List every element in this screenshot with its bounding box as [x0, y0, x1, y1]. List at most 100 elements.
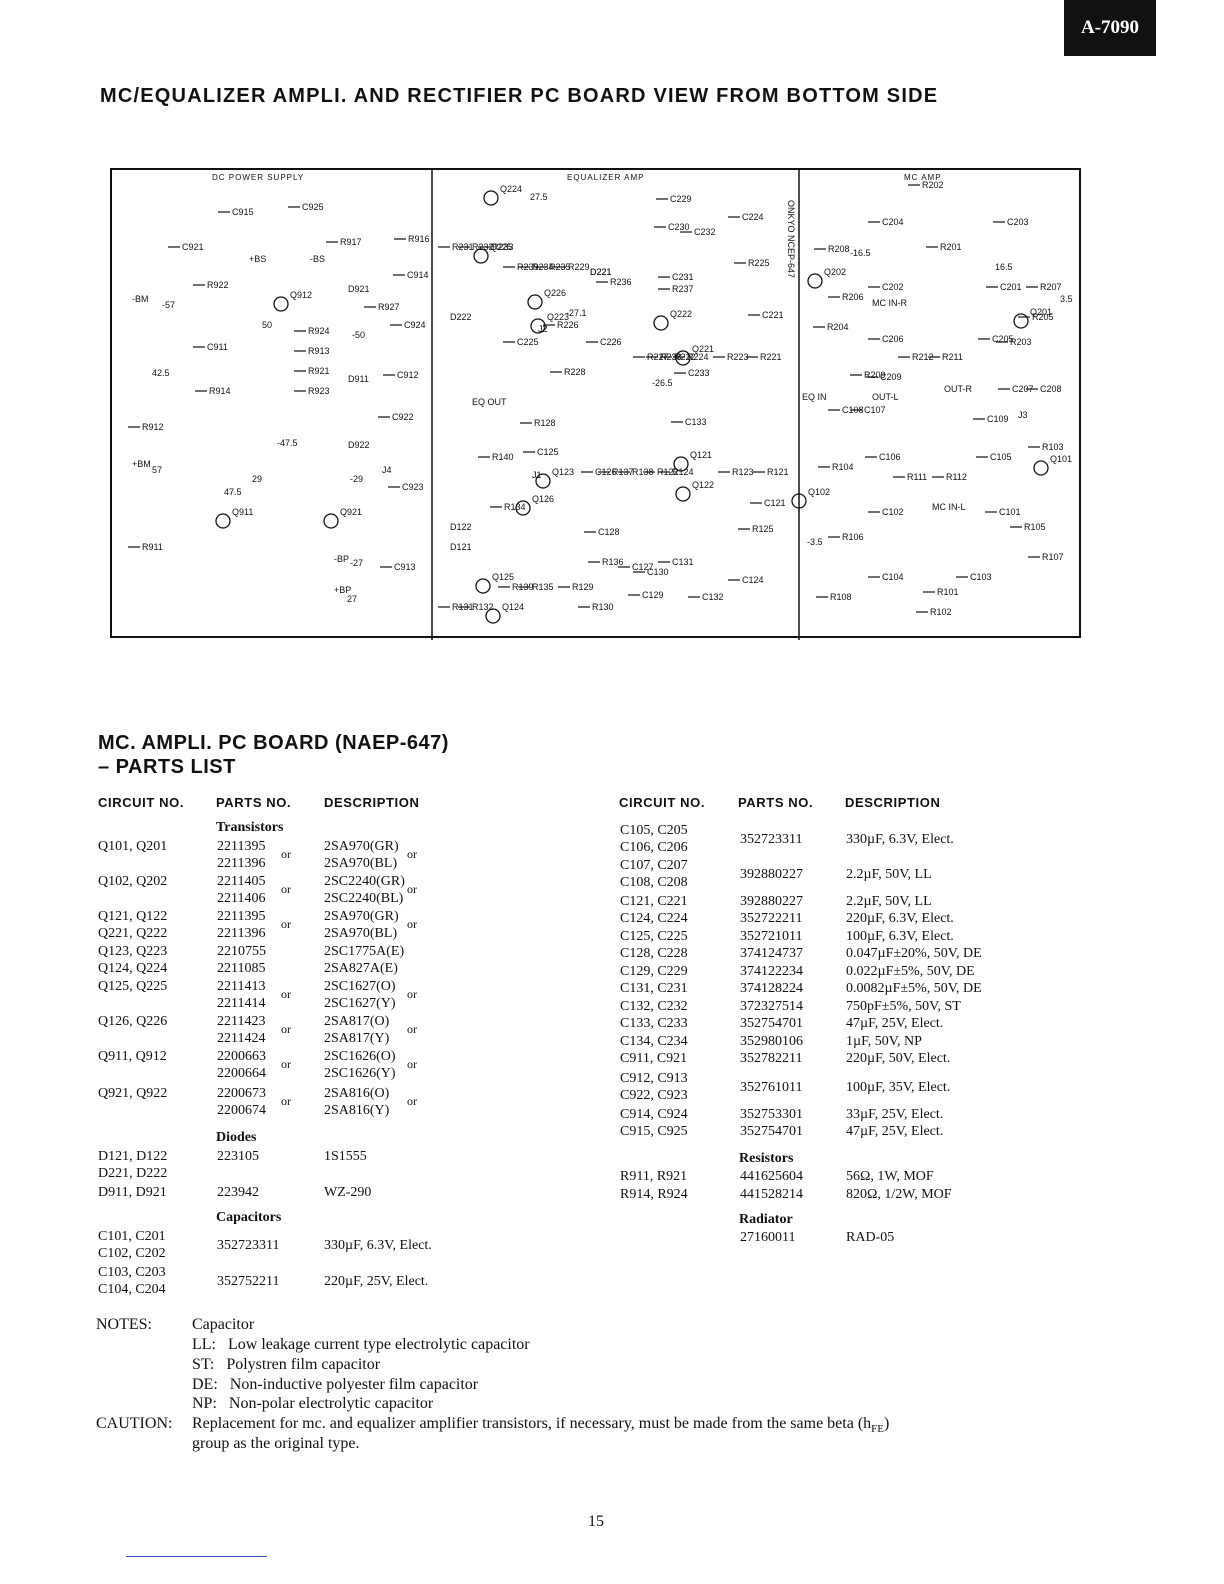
component-label: R208 — [828, 244, 850, 254]
note-st: ST: Polystren film capacitor — [192, 1356, 381, 1373]
transistor-symbol — [323, 513, 339, 529]
component-label: -BM — [132, 294, 149, 304]
component-label: R111 — [907, 472, 927, 482]
right-desc: 100µF, 6.3V, Elect. — [846, 929, 954, 944]
component-label: C205 — [992, 334, 1014, 344]
left-circuit: C102, C202 — [98, 1246, 166, 1261]
right-circuit: C914, C924 — [620, 1107, 688, 1122]
left-desc: 2SA827A(E) — [324, 961, 398, 976]
right-desc: 750pF±5%, 50V, ST — [846, 999, 961, 1014]
component-label: J3 — [1018, 410, 1028, 420]
right-parts: 374128224 — [740, 981, 803, 996]
component-label: C221 — [762, 310, 784, 320]
component-label: D221 — [590, 267, 612, 277]
left-circuit: Q124, Q224 — [98, 961, 168, 976]
notes-label: NOTES: — [96, 1316, 152, 1333]
right-circuit: C108, C208 — [620, 875, 688, 890]
component-label: -57 — [162, 300, 175, 310]
component-label: R224 — [687, 352, 709, 362]
transistor-symbol — [475, 578, 491, 594]
group-transistors: Transistors — [216, 820, 284, 835]
component-label: C102 — [882, 507, 904, 517]
component-label: D122 — [450, 522, 472, 532]
right-circuit: C912, C913 — [620, 1071, 688, 1086]
left-desc: 2SC2240(GR) — [324, 874, 405, 889]
component-label: C126 — [595, 467, 617, 477]
board-id-label: ONKYO NCEP-647 — [786, 200, 796, 278]
right-parts: 392880227 — [740, 894, 803, 909]
component-label: C109 — [987, 414, 1009, 424]
component-label: Q121 — [690, 450, 712, 460]
or-marker: or — [407, 847, 417, 861]
group-resistors: Resistors — [739, 1151, 794, 1166]
left-desc: 2SA816(O) — [324, 1086, 390, 1101]
right-circuit: C133, C233 — [620, 1016, 688, 1031]
component-label: R211 — [942, 352, 963, 362]
component-label: R225 — [748, 258, 770, 268]
left-circuit: D911, D921 — [98, 1185, 167, 1200]
left-desc: 2SA817(Y) — [324, 1031, 390, 1046]
transistor-symbol — [485, 608, 501, 624]
component-label: C130 — [647, 567, 669, 577]
component-label: R206 — [842, 292, 864, 302]
component-label: R927 — [378, 302, 400, 312]
left-parts: 2211414 — [217, 996, 266, 1011]
component-label: C129 — [642, 590, 664, 600]
group-capacitors: Capacitors — [216, 1210, 282, 1225]
component-label: R913 — [308, 346, 330, 356]
right-parts: 352980106 — [740, 1034, 803, 1049]
component-label: C128 — [598, 527, 620, 537]
left-desc: 2SC1627(Y) — [324, 996, 396, 1011]
left-parts: 2200664 — [217, 1066, 266, 1081]
component-label: OUT-R — [944, 384, 972, 394]
left-desc: 2SA970(GR) — [324, 909, 399, 924]
group-radiator: Radiator — [739, 1212, 793, 1227]
component-label: R134 — [504, 502, 526, 512]
component-label: -BP — [334, 554, 349, 564]
component-label: R121 — [767, 467, 789, 477]
right-circuit: C106, C206 — [620, 840, 688, 855]
left-parts: 2211406 — [217, 891, 266, 906]
component-label: D921 — [348, 284, 370, 294]
component-label: R202 — [922, 180, 944, 190]
component-label: R107 — [1042, 552, 1064, 562]
component-label: J1 — [532, 470, 542, 480]
component-label: R102 — [930, 607, 952, 617]
component-label: C105 — [990, 452, 1012, 462]
right-desc: 330µF, 6.3V, Elect. — [846, 832, 954, 847]
component-label: R201 — [940, 242, 962, 252]
component-label: -3.5 — [807, 537, 823, 547]
component-label: C133 — [685, 417, 707, 427]
parts-title-line2: – PARTS LIST — [98, 756, 236, 778]
component-label: Q123 — [552, 467, 574, 477]
pc-board-diagram: DC POWER SUPPLY EQUALIZER AMP MC AMP ONK… — [110, 168, 1081, 640]
left-desc: 2SA970(GR) — [324, 839, 399, 854]
left-parts: 2211396 — [217, 856, 266, 871]
note-de: DE: Non-inductive polyester film capacit… — [192, 1376, 479, 1393]
transistor-symbol — [473, 248, 489, 264]
right-circuit: C129, C229 — [620, 964, 688, 979]
component-label: C915 — [232, 207, 254, 217]
header-circuit-right: CIRCUIT NO. — [619, 795, 706, 810]
component-label: R204 — [827, 322, 849, 332]
component-label: R924 — [308, 326, 330, 336]
component-label: C125 — [537, 447, 559, 457]
component-label: OUT-L — [872, 392, 899, 402]
component-label: 29 — [252, 474, 262, 484]
left-circuit: Q221, Q222 — [98, 926, 168, 941]
component-label: Q225 — [490, 242, 512, 252]
component-label: 42.5 — [152, 368, 170, 378]
left-parts: 2210755 — [217, 944, 266, 959]
right-circuit: C128, C228 — [620, 946, 688, 961]
component-label: Q911 — [232, 507, 253, 517]
component-label: C912 — [397, 370, 419, 380]
left-circuit: Q121, Q122 — [98, 909, 168, 924]
right-circuit: C134, C234 — [620, 1034, 688, 1049]
left-circuit: Q101, Q201 — [98, 839, 168, 854]
component-label: C203 — [1007, 217, 1029, 227]
component-label: R912 — [142, 422, 164, 432]
right-parts: 441625604 — [740, 1169, 803, 1184]
left-circuit: Q126, Q226 — [98, 1014, 168, 1029]
or-marker: or — [281, 987, 291, 1001]
left-circuit: Q123, Q223 — [98, 944, 168, 959]
